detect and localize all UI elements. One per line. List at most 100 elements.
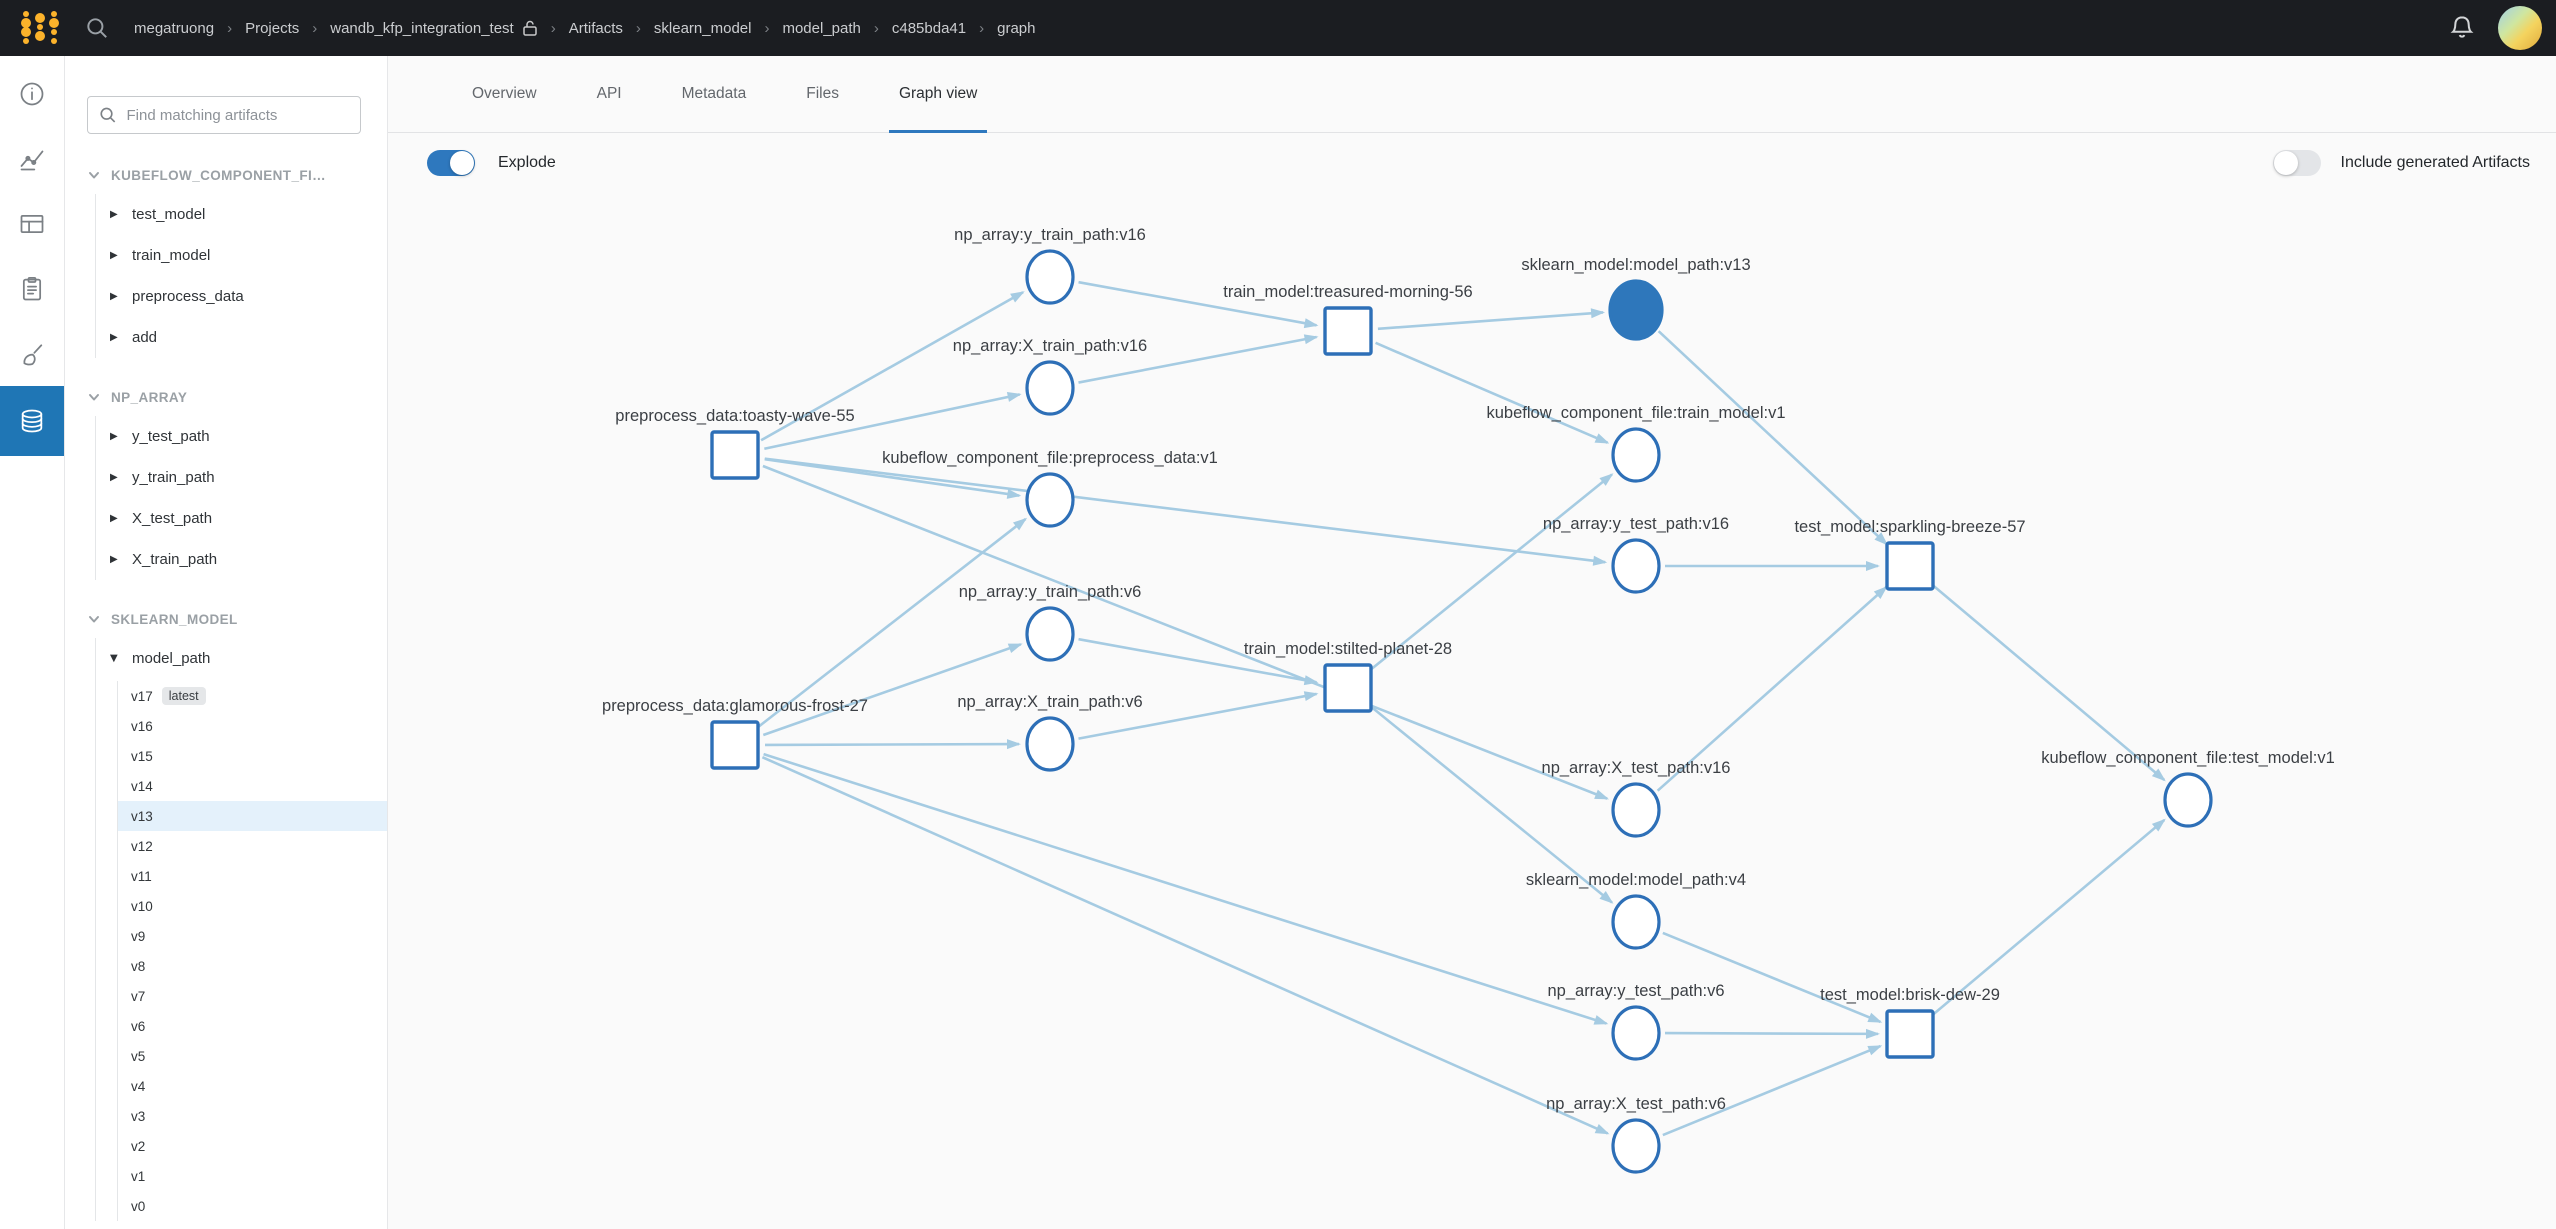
tree-section-header[interactable]: KUBEFLOW_COMPONENT_FILE [87,160,387,190]
breadcrumb-item[interactable]: sklearn_model [653,19,752,37]
include-generated-artifacts-toggle[interactable] [2272,150,2321,176]
version-item-v2[interactable]: v2 [118,1131,387,1161]
breadcrumb-item[interactable]: wandb_kfp_integration_test [330,19,514,37]
graph-node-ppv1[interactable] [1025,472,1075,528]
edge-treas-to-tmv1 [1375,341,1610,444]
graph-node-label: np_array:X_train_path:v16 [953,337,1147,355]
version-item-v13[interactable]: v13 [118,801,387,831]
rail-item-reports[interactable] [0,256,64,321]
graph-node-m4[interactable] [1611,894,1661,950]
tab-graph-view[interactable]: Graph view [888,56,988,133]
artifact-dag[interactable]: np_array:y_train_path:v16np_array:X_trai… [388,133,2556,1229]
version-item-v6[interactable]: v6 [118,1011,387,1041]
triangle-right-icon: ▶ [110,513,118,524]
version-item-v11[interactable]: v11 [118,861,387,891]
triangle-right-icon: ▶ [110,554,118,565]
include-generated-artifacts-label: Include generated Artifacts [2340,154,2530,171]
graph-node-brisk[interactable] [1885,1009,1935,1059]
graph-node-label: test_model:sparkling-breeze-57 [1794,518,2025,536]
graph-node-treas[interactable] [1323,306,1373,356]
version-item-v15[interactable]: v15 [118,741,387,771]
artifact-search-box[interactable] [87,96,361,134]
graph-node-Xtr6[interactable] [1025,716,1075,772]
version-label: v16 [131,718,153,734]
latest-badge: latest [161,687,206,705]
tree-item-add[interactable]: ▶add [110,317,387,358]
tree-item-label: y_train_path [132,469,215,486]
graph-area: Explode Include generated Artifacts np_a [388,133,2556,1229]
artifacts-icon [21,409,43,433]
breadcrumb-item[interactable]: model_path [782,19,861,37]
tree-section-header[interactable]: SKLEARN_MODEL [87,604,387,634]
rail-item-info[interactable] [0,61,64,126]
rail-item-charts[interactable] [0,126,64,191]
tab-overview[interactable]: Overview [472,85,537,102]
graph-node-tmv1[interactable] [1611,427,1661,483]
explode-toggle[interactable] [427,150,475,176]
graph-node-Xtr16[interactable] [1025,360,1075,416]
nav-search-button[interactable] [84,15,110,41]
tree-item-test_model[interactable]: ▶test_model [110,194,387,235]
version-item-v4[interactable]: v4 [118,1071,387,1101]
triangle-right-icon: ▶ [110,472,118,483]
graph-node-label: train_model:treasured-morning-56 [1223,283,1472,301]
sweeps-icon [23,343,43,365]
tab-files[interactable]: Files [806,85,839,102]
version-label: v9 [131,928,146,944]
tree-item-train_model[interactable]: ▶train_model [110,235,387,276]
version-item-v10[interactable]: v10 [118,891,387,921]
graph-node-ytr16[interactable] [1025,249,1075,305]
graph-node-spark[interactable] [1885,541,1935,591]
graph-node-yte6[interactable] [1611,1005,1661,1061]
rail-item-artifacts[interactable] [0,386,64,456]
version-item-v8[interactable]: v8 [118,951,387,981]
version-item-v16[interactable]: v16 [118,711,387,741]
tree-item-y_test_path[interactable]: ▶y_test_path [110,416,387,457]
graph-node-toasty[interactable] [710,430,760,480]
tree-item-model_path[interactable]: ▼model_path [110,638,387,679]
tree-section-header[interactable]: NP_ARRAY [87,382,387,412]
version-item-v1[interactable]: v1 [118,1161,387,1191]
graph-node-glam[interactable] [710,720,760,770]
graph-node-Xte6[interactable] [1611,1118,1661,1174]
rail-item-tables[interactable] [0,191,64,256]
user-avatar[interactable] [2498,6,2542,50]
breadcrumb-item[interactable]: Projects [245,19,300,37]
graph-node-ytr6[interactable] [1025,606,1075,662]
rail-item-sweeps[interactable] [0,321,64,386]
left-icon-rail [0,56,65,1229]
tab-metadata[interactable]: Metadata [681,85,747,102]
tree-item-X_train_path[interactable]: ▶X_train_path [110,539,387,580]
tree-section-label: SKLEARN_MODEL [111,611,238,627]
search-input[interactable] [126,106,350,124]
version-item-v9[interactable]: v9 [118,921,387,951]
version-item-v12[interactable]: v12 [118,831,387,861]
version-item-v5[interactable]: v5 [118,1041,387,1071]
graph-node-temv1[interactable] [2163,772,2213,828]
graph-node-label: kubeflow_component_file:train_model:v1 [1486,404,1785,422]
tree-item-preprocess_data[interactable]: ▶preprocess_data [110,276,387,317]
version-item-v3[interactable]: v3 [118,1101,387,1131]
breadcrumb-item[interactable]: graph [997,19,1036,37]
graph-node-label: preprocess_data:toasty-wave-55 [615,407,854,425]
tree-item-X_test_path[interactable]: ▶X_test_path [110,498,387,539]
version-item-v7[interactable]: v7 [118,981,387,1011]
triangle-right-icon: ▶ [110,431,118,442]
tab-api[interactable]: API [596,85,622,102]
breadcrumb-item[interactable]: megatruong [134,19,215,37]
tree-item-y_train_path[interactable]: ▶ y_train_path [110,457,387,498]
graph-node-yte16[interactable] [1611,538,1661,594]
graph-node-stilt[interactable] [1323,663,1373,713]
graph-node-m13-selected[interactable] [1608,279,1664,341]
graph-node-Xte16[interactable] [1611,782,1661,838]
version-item-v14[interactable]: v14 [118,771,387,801]
notifications-bell-icon[interactable] [2446,12,2478,44]
triangle-right-icon: ▶ [110,332,118,343]
wandb-logo-icon[interactable] [20,10,60,46]
version-item-v0[interactable]: v0 [118,1191,387,1221]
breadcrumb-item[interactable]: c485bda41 [891,19,967,37]
breadcrumb-item[interactable]: Artifacts [568,19,623,37]
artifact-tree: KUBEFLOW_COMPONENT_FILE ▶test_model▶train… [87,160,387,1221]
